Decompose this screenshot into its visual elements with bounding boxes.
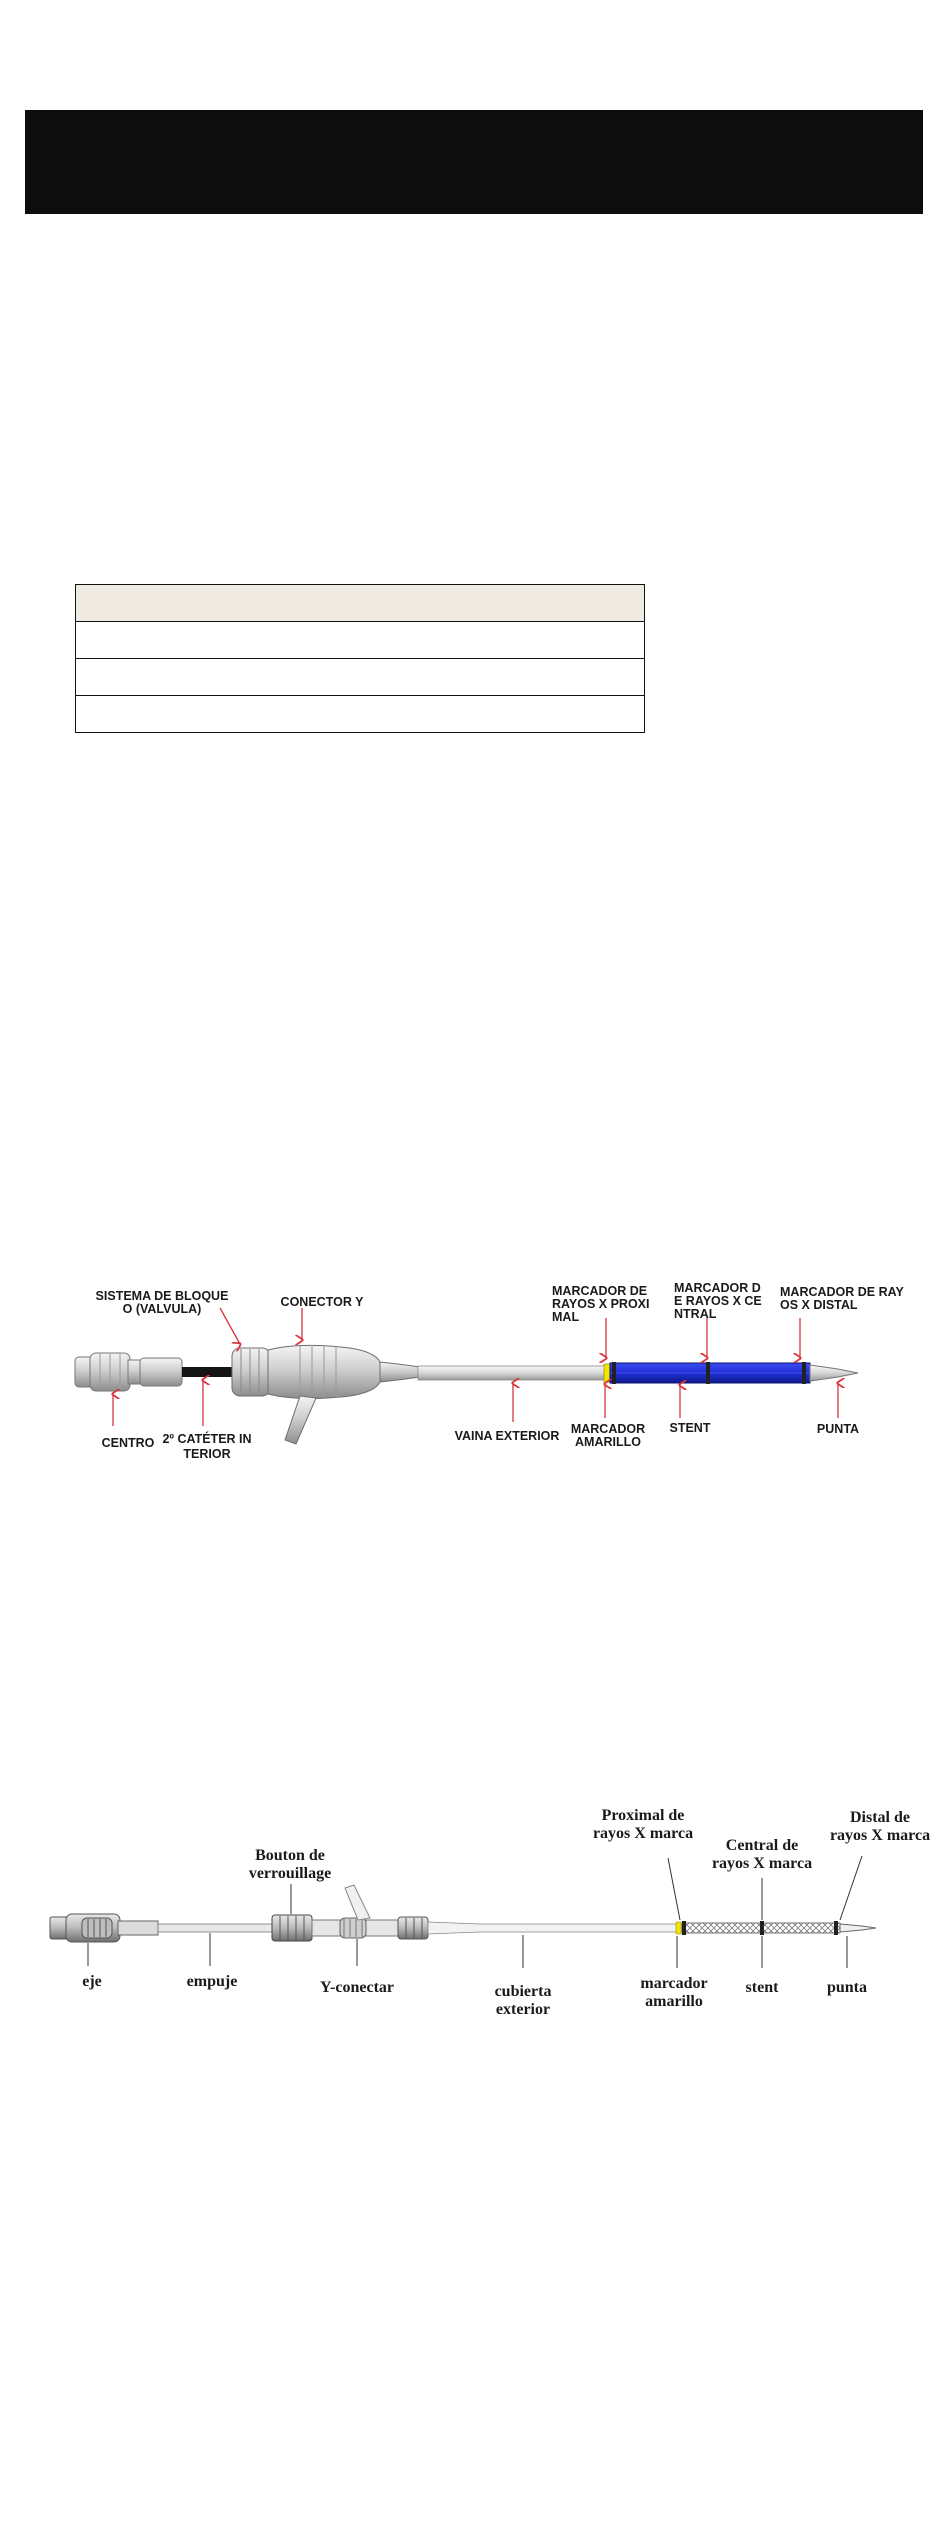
catheter-tip-2 [839, 1923, 877, 1933]
table-cell [75, 695, 645, 733]
label-yellow-marker-fr-2: amarillo [645, 1993, 703, 2010]
central-xray-marker [706, 1362, 710, 1384]
label-distal-marker-2: OS X DISTAL [780, 1298, 858, 1312]
label-inner-catheter: 2º CATÉTER IN [162, 1431, 251, 1446]
outer-cover [427, 1921, 681, 1935]
label-yellow-marker-fr: marcador [640, 1975, 707, 1992]
label-inner-catheter-2: TERIOR [183, 1447, 230, 1461]
label-central-marker: MARCADOR D [674, 1281, 761, 1295]
locking-valve [231, 1347, 271, 1397]
label-central: Central de [726, 1837, 798, 1854]
yellow-marker-2 [675, 1921, 682, 1935]
table-header-row [75, 584, 645, 622]
label-yellow-marker: MARCADOR [571, 1422, 645, 1436]
label-stent: STENT [670, 1421, 711, 1435]
label-tip-2: punta [827, 1979, 867, 1996]
label-lock-button-2: verrouillage [249, 1865, 331, 1882]
proximal-xray-marker [612, 1362, 616, 1384]
label-pusher: empuje [187, 1973, 238, 1990]
label-yellow-marker-2: AMARILLO [575, 1435, 641, 1449]
label-axis: eje [82, 1973, 102, 1990]
lock-button [271, 1914, 313, 1942]
table-row [75, 621, 645, 659]
central-xray-marker-2 [760, 1921, 764, 1935]
y-connector-2 [311, 1884, 429, 1940]
label-outer-sheath: VAINA EXTERIOR [455, 1429, 560, 1443]
table-cell [75, 658, 645, 696]
label-tip: PUNTA [817, 1422, 859, 1436]
label-center: CENTRO [102, 1436, 155, 1450]
table-row [75, 658, 645, 696]
delivery-system-diagram-1: SISTEMA DE BLOQUE O (VALVULA) CONECTOR Y… [0, 1250, 950, 1480]
label-proximal-marker-3: MAL [552, 1310, 579, 1324]
header-bar [25, 110, 923, 214]
label-stent-2: stent [746, 1979, 780, 1996]
diagram-2-svg: Bouton de verrouillage Proximal de rayos… [49, 1807, 930, 2018]
outer-sheath [417, 1365, 607, 1381]
label-central-marker-3: NTRAL [674, 1307, 717, 1321]
label-locking-system-2: O (VALVULA) [123, 1302, 202, 1316]
label-distal: Distal de [850, 1809, 910, 1826]
y-connector [267, 1344, 421, 1445]
label-connector-y: CONECTOR Y [281, 1295, 365, 1309]
label-outer-cover-2: exterior [496, 2001, 550, 2018]
table-cell [75, 584, 645, 622]
pointer-lines-2 [87, 1855, 863, 1968]
pointer-lines [113, 1307, 838, 1426]
label-proximal-marker-2: RAYOS X PROXI [552, 1297, 650, 1311]
label-locking-system: SISTEMA DE BLOQUE [96, 1289, 229, 1303]
proximal-xray-marker-2 [682, 1921, 686, 1935]
yellow-marker [603, 1363, 611, 1383]
diagram-1-svg: SISTEMA DE BLOQUE O (VALVULA) CONECTOR Y… [74, 1281, 905, 1461]
hub [74, 1352, 183, 1392]
distal-xray-marker-2 [834, 1921, 838, 1935]
inner-catheter [182, 1367, 234, 1377]
label-central-2: rayos X marca [712, 1855, 812, 1872]
distal-xray-marker [802, 1362, 806, 1384]
label-proximal-marker: MARCADOR DE [552, 1284, 647, 1298]
label-distal-marker: MARCADOR DE RAY [780, 1285, 905, 1299]
pusher-shaft [157, 1923, 274, 1933]
label-lock-button: Bouton de [255, 1847, 325, 1864]
label-outer-cover: cubierta [495, 1983, 552, 2000]
delivery-system-diagram-2: Bouton de verrouillage Proximal de rayos… [0, 1790, 950, 2040]
table-row [75, 695, 645, 733]
label-y-connector: Y-conectar [320, 1979, 394, 1996]
handle-hub [49, 1913, 159, 1943]
label-central-marker-2: E RAYOS X CE [674, 1294, 762, 1308]
label-proximal: Proximal de [602, 1807, 685, 1824]
catheter-tip [809, 1364, 859, 1382]
label-distal-2: rayos X marca [830, 1827, 930, 1844]
spec-table [75, 584, 645, 733]
label-proximal-2: rayos X marca [593, 1825, 693, 1842]
table-cell [75, 621, 645, 659]
